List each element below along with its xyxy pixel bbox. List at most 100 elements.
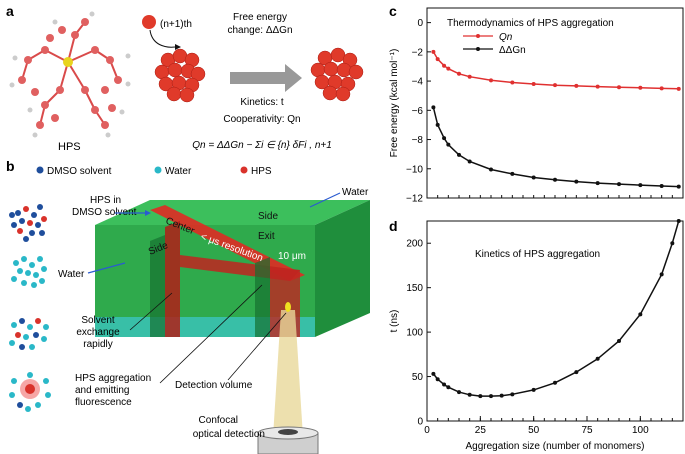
water-droplet-icon (11, 256, 47, 288)
data-point (489, 394, 493, 399)
hps-label: HPS (58, 141, 81, 153)
data-point (574, 179, 579, 184)
equation-label: Qn = ΔΔGn − Σi ∈ {n} δFi , n+1 (192, 140, 332, 151)
data-point (553, 177, 557, 182)
data-point (431, 49, 436, 54)
y-tick-label: 0 (417, 417, 423, 428)
free-energy-line1: Free energy (233, 12, 287, 23)
solvent-exchange-line3: rapidly (83, 339, 112, 350)
data-point (442, 136, 447, 141)
chart-c-legend: Qn ΔΔGn (463, 32, 526, 56)
data-point (435, 57, 440, 62)
process-arrow-icon (230, 64, 302, 92)
data-point (574, 370, 579, 375)
data-point (457, 152, 461, 157)
data-point (457, 71, 461, 76)
data-point (553, 83, 557, 88)
data-point (531, 175, 536, 180)
monomer-icon (142, 15, 156, 29)
data-point (467, 159, 472, 164)
panel-a-letter: a (6, 3, 14, 19)
data-point (431, 105, 436, 110)
data-point (638, 312, 643, 317)
y-tick-label: 100 (406, 328, 423, 339)
series-line-0 (432, 220, 680, 397)
legend-hps-label: HPS (251, 166, 272, 177)
confocal-line1: Confocal (199, 415, 238, 426)
y-tick-label: 50 (412, 372, 424, 383)
solvent-exchange-line1: Solvent (81, 315, 115, 326)
hps-in-label: HPS in (90, 195, 121, 206)
data-point (659, 184, 664, 189)
free-energy-line2: change: ΔΔGn (227, 25, 292, 36)
data-point (478, 394, 483, 399)
incoming-arrow-icon (149, 29, 176, 48)
x-tick-label: 0 (424, 425, 430, 436)
cluster-icon (154, 48, 206, 103)
legend-dmso-icon (36, 166, 44, 174)
thermodynamics-chart: c Thermodynamics of HPS aggregation 0 −2 −… (389, 3, 684, 205)
data-point (638, 85, 643, 90)
data-point (659, 272, 664, 277)
data-point (489, 78, 493, 83)
panel-b-letter: b (6, 158, 15, 174)
data-point (595, 356, 600, 361)
aggregation-line3: fluorescence (75, 397, 132, 408)
mixing-droplet-icon (9, 318, 49, 350)
legend-hps-icon (240, 166, 248, 174)
x-tick-label: 50 (528, 425, 540, 436)
panel-c-letter: c (389, 3, 397, 19)
data-point (659, 86, 664, 91)
solvent-exchange-line2: exchange (76, 327, 120, 338)
legend-dmso-label: DMSO solvent (47, 166, 112, 177)
microfluidic-chip (95, 200, 370, 337)
y-tick-label: 200 (406, 239, 423, 250)
data-point (553, 380, 557, 385)
cooperativity-label: Cooperativity: Qn (223, 114, 300, 125)
panel-d-letter: d (389, 218, 398, 234)
dmso-droplet-icon (9, 204, 47, 242)
panel-a-graphic: a HPS (n+1)th (6, 3, 364, 153)
data-point (531, 82, 536, 86)
aggregate-icon (310, 47, 364, 102)
x-tick-label: 75 (581, 425, 593, 436)
data-point (435, 377, 440, 382)
x-tick-label: 100 (632, 425, 649, 436)
chart-c-ylabel: Free energy (kcal mol⁻¹) (389, 49, 400, 158)
data-point (617, 339, 621, 343)
data-point (467, 74, 472, 79)
data-point (499, 393, 504, 398)
exit-label: Exit (258, 231, 275, 242)
data-point (431, 371, 436, 376)
y-tick-label: 0 (417, 18, 423, 29)
aggregation-line2: and emitting (75, 385, 129, 396)
data-point (489, 167, 493, 172)
side-top-label: Side (258, 211, 278, 222)
data-point (510, 171, 515, 176)
chart-c-title: Thermodynamics of HPS aggregation (447, 18, 614, 29)
kinetics-label: Kinetics: t (240, 97, 284, 108)
panel-b-graphic: b DMSO solvent Water HPS Center Side Sid… (6, 158, 370, 454)
data-point (446, 142, 451, 147)
width-label: 10 μm (278, 251, 306, 262)
data-point (510, 80, 515, 85)
x-tick-label: 25 (475, 425, 487, 436)
hps-molecule-icon (9, 11, 131, 138)
data-point (435, 122, 440, 127)
data-point (676, 86, 681, 91)
y-tick-label: 150 (406, 283, 423, 294)
legend-qn-label: Qn (499, 32, 513, 43)
y-tick-label: −12 (406, 194, 423, 205)
y-tick-label: −4 (412, 77, 424, 88)
aggregate-droplet-icon (9, 372, 51, 412)
data-point (446, 66, 451, 71)
confocal-line2: optical detection (193, 429, 265, 440)
data-point (446, 385, 451, 390)
data-point (595, 84, 600, 89)
series-line-0 (432, 51, 679, 90)
y-tick-label: −8 (412, 135, 424, 146)
data-point (617, 182, 621, 187)
legend-water-label: Water (165, 166, 192, 177)
chart-d-title: Kinetics of HPS aggregation (475, 249, 600, 260)
y-tick-label: −2 (412, 47, 424, 58)
